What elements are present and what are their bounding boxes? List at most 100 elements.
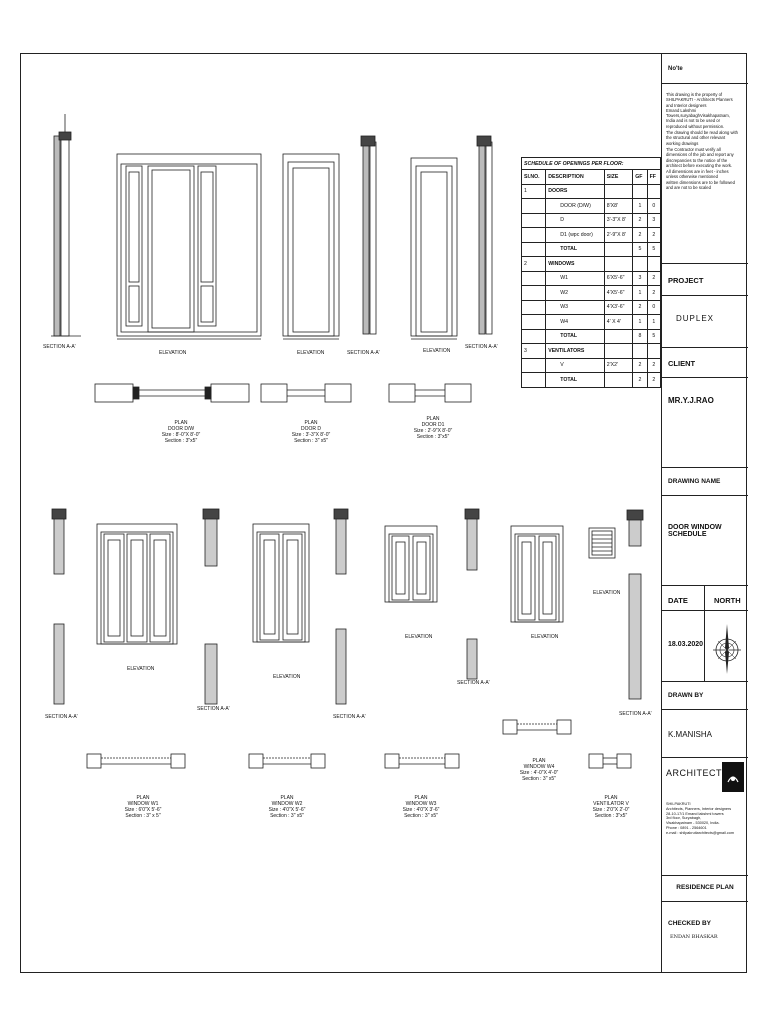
cell-gf: 2 (632, 357, 648, 373)
cell-gf: 2 (632, 227, 648, 243)
plan-type: RESIDENCE PLAN (676, 884, 734, 891)
label-elevation-1: ELEVATION (159, 350, 187, 356)
cell-slno (520, 314, 547, 330)
cell-slno: 3 (520, 343, 547, 359)
cell-size (603, 328, 634, 344)
ventilator-elevation (588, 527, 616, 559)
cell-description: D1 (wpc door) (545, 227, 605, 243)
cell-gf: 2 (632, 212, 648, 228)
project-label-cell: PROJECT (662, 264, 748, 296)
cell-slno (520, 328, 547, 344)
door-dw-section-size: Section : 3"x5" (164, 438, 198, 444)
checked-by-cell: CHECKED BY ENDAN BHASKAR (662, 902, 748, 972)
drawing-name-value: DOOR WINDOW SCHEDULE (668, 524, 722, 538)
w1-name: WINDOW W1 (127, 801, 159, 807)
label-elevation-w3: ELEVATION (405, 634, 433, 640)
cell-ff: 5 (646, 241, 662, 257)
cell-slno (520, 241, 547, 257)
window-w3-elevation (384, 525, 438, 603)
note-line: India and is not to be used or (666, 118, 721, 124)
window-w2-section (202, 508, 220, 705)
w3-section-size: Section : 3" x5" (404, 813, 438, 819)
door-d1-section-size: Section : 3"x5" (416, 434, 450, 440)
note-line: discrepancies to the notice of the (666, 157, 728, 163)
note-line: Emand Lakshmi (666, 107, 697, 113)
firm-line: e-mail : shilpakrutiarchitects@gmail.com (666, 830, 734, 835)
door-dw-section (51, 114, 81, 337)
note-line: dimensions of the job and report any (666, 152, 734, 158)
door-dw-name: DOOR D/W (167, 426, 195, 432)
v-plan-caption: PLAN VENTILATOR V Size : 2'0"X 2'-0" Sec… (581, 795, 641, 819)
ventilator-plan (588, 753, 632, 769)
plan-label: PLAN (426, 416, 440, 422)
cell-slno (520, 212, 547, 228)
v-section-size: Section : 3"x5" (594, 813, 628, 819)
notes-heading-cell: No'te (662, 54, 748, 84)
v-name: VENTILATOR V (593, 801, 629, 807)
cell-size (603, 241, 634, 257)
checked-by-label: CHECKED BY (668, 920, 711, 927)
note-line: Towers,suryabaghVisakhapatnam, (666, 113, 730, 119)
firm-line: 28-10-17/1 Emand lakshmi towers (666, 811, 724, 816)
cell-gf (632, 343, 648, 359)
cell-description: TOTAL (545, 328, 605, 344)
label-section-aa-w2: SECTION A-A' (197, 706, 230, 712)
cell-ff (646, 183, 662, 199)
note-line: architect before executing the work. (666, 162, 733, 168)
client-label-cell: CLIENT (662, 348, 748, 378)
drawing-name-value-cell: DOOR WINDOW SCHEDULE (662, 496, 748, 586)
door-d-elevation (282, 153, 340, 340)
cell-gf: 1 (632, 314, 648, 330)
firm-line: 3rd floor, Suryabagh, (666, 816, 702, 821)
door-d-plan (260, 383, 352, 403)
w4-size: Size : 4'-0"X 4'-0" (519, 770, 559, 776)
note-line: written dimensions are to be followed (666, 179, 735, 185)
door-d1-name: DOOR D1 (421, 422, 445, 428)
cell-description: TOTAL (545, 372, 605, 388)
date-north-rule (662, 610, 748, 611)
label-elevation-w2: ELEVATION (273, 674, 301, 680)
cell-description: DOORS (545, 183, 605, 199)
door-d1-size: Size : 2'-9"X 8'-0" (413, 428, 453, 434)
cell-description: V (545, 357, 605, 373)
cell-ff: 3 (646, 212, 662, 228)
cell-slno (520, 270, 547, 286)
door-d1-elevation (410, 157, 458, 340)
cell-description: W4 (545, 314, 605, 330)
cell-size (603, 183, 634, 199)
schedule-title: SCHEDULE OF OPENINGS PER FLOOR: (521, 157, 661, 170)
door-d1-section (476, 135, 493, 335)
cell-gf: 8 (632, 328, 648, 344)
cell-ff: 2 (646, 372, 662, 388)
door-d-size: Size : 3'-3"X 8'-0" (291, 432, 331, 438)
label-elevation-w1: ELEVATION (127, 666, 155, 672)
cad-drawing (51, 114, 644, 769)
plan-label: PLAN (304, 420, 318, 426)
cell-slno (520, 285, 547, 301)
label-section-aa-w3: SECTION A-A' (333, 714, 366, 720)
window-w3-plan (384, 753, 460, 769)
label-section-aa-w4: SECTION A-A' (457, 680, 490, 686)
architects-label: ARCHITECTS (666, 768, 729, 778)
col-size: SIZE (603, 169, 634, 185)
label-elevation-w4: ELEVATION (531, 634, 559, 640)
note-line: reproduced without permission. (666, 123, 725, 129)
window-w3-section (333, 508, 349, 705)
w3-plan-caption: PLAN WINDOW W3 Size : 4'0"X 3'-6" Sectio… (391, 795, 451, 819)
cell-slno (520, 372, 547, 388)
checked-by-value: ENDAN BHASKAR (670, 934, 718, 940)
project-value-cell: DUPLEX (662, 296, 748, 348)
door-dw-elevation (116, 153, 262, 340)
door-dw-plan-caption: PLAN DOOR D/W Size : 8'-0"X 8'-0" Sectio… (153, 420, 209, 444)
north-label: NORTH (714, 596, 741, 605)
note-line: unless otherwise mentioned (666, 174, 718, 180)
note-line: the structural and other relevant (666, 135, 726, 141)
